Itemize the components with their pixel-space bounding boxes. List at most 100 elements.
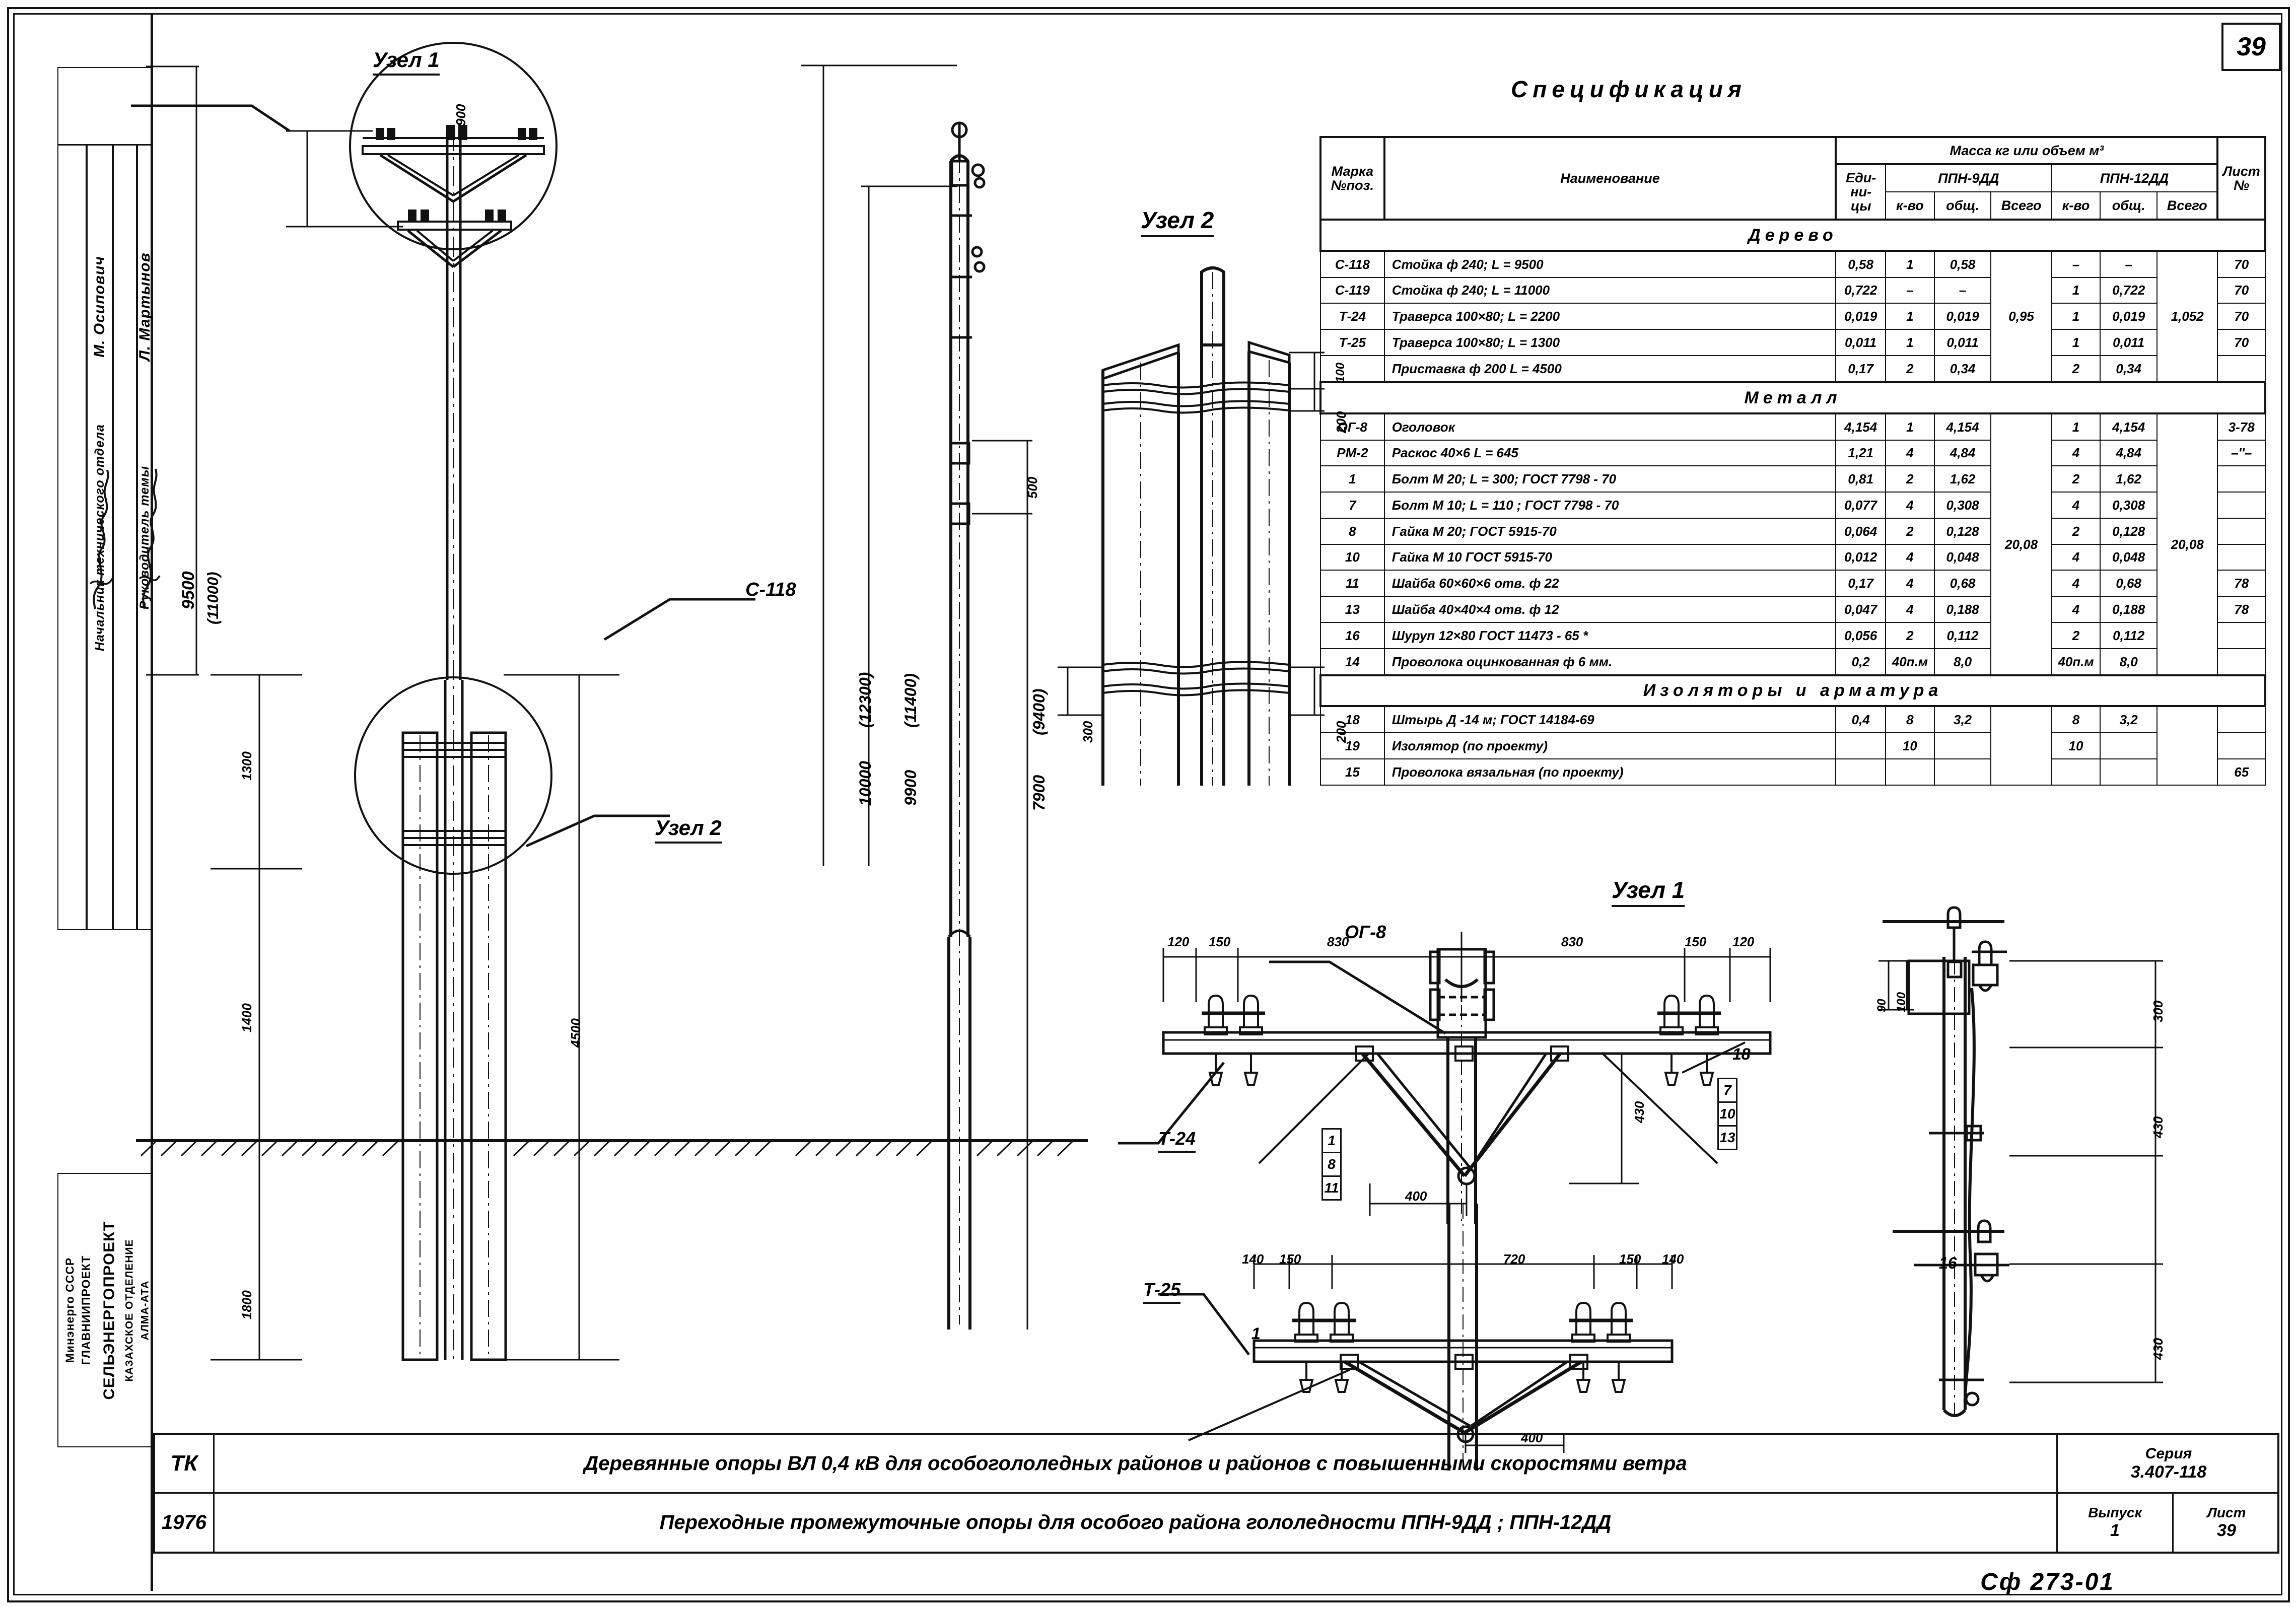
- spec-title: Спецификация: [1511, 76, 1747, 102]
- callout-t25: Т-25: [1143, 1279, 1181, 1304]
- node2-detail-view: [1058, 266, 1325, 786]
- node2-pole-top: [1200, 266, 1225, 346]
- dim-side-e: 430: [2150, 1338, 2166, 1360]
- cell-unit: 0,011: [1835, 329, 1887, 356]
- cell-o9: 0,019: [1933, 303, 1992, 330]
- cell-k9: [1885, 758, 1935, 786]
- cell-name: Шуруп 12×80 ГОСТ 11473 - 65 *: [1383, 621, 1837, 649]
- cell-unit: [1835, 758, 1887, 786]
- cell-o12: [2100, 732, 2158, 760]
- cell-o9: 3,2: [1933, 706, 1992, 734]
- cell-o12: 0,308: [2100, 492, 2158, 519]
- stamp-col-role1: Начальник технического отдела: [87, 145, 113, 930]
- dim-total-height: 9500: [179, 571, 198, 609]
- side-top-insulator: [1883, 906, 2004, 979]
- org-block: Минэнерго СССР ГЛАВНИИПРОЕКТ СЕЛЬЭНЕРГОП…: [57, 1173, 153, 1447]
- main-elevation-view: [131, 42, 796, 1361]
- cell-list: 70: [2217, 329, 2266, 356]
- cell-mark: 11: [1320, 570, 1385, 597]
- cell-name: Стойка ф 240; L = 11000: [1383, 276, 1837, 304]
- cell-k9: 1: [1885, 250, 1935, 278]
- cell-k12: 4: [2051, 439, 2101, 467]
- cell-o12: 4,154: [2100, 412, 2158, 441]
- callout-c118-leader: [603, 598, 755, 641]
- section-title-metal: Металл: [1319, 381, 2266, 414]
- hdr-mass-group: Масса кг или объем м³: [1835, 135, 2219, 166]
- dim-node2-top-small: 100: [1334, 362, 1347, 383]
- node1-detail-lower-view: [1158, 1204, 1674, 1471]
- stamp-col-a: [57, 145, 87, 930]
- cell-name: Раскос 40×6 L = 645: [1383, 439, 1837, 467]
- cell-k9: 10: [1885, 732, 1935, 760]
- dim-n1-l-3: 150: [1619, 1251, 1641, 1267]
- cell-o9: 0,308: [1933, 492, 1992, 519]
- callout-c118: С-118: [745, 579, 796, 600]
- dim-side-a: 90: [1875, 999, 1889, 1012]
- dim-node2-height: 1300: [239, 751, 254, 781]
- cell-o9: [1933, 732, 1992, 760]
- title-block: ТК 1976 Деревянные опоры ВЛ 0,4 кВ для о…: [153, 1433, 2279, 1554]
- cell-total9-metal: 20,08: [1990, 412, 2052, 676]
- callout-stack-left-1: 8: [1321, 1153, 1342, 1177]
- cell-k9: 4: [1885, 570, 1935, 597]
- tb-line1: Деревянные опоры ВЛ 0,4 кВ для особоголо…: [584, 1452, 1687, 1475]
- dim-node2-bottom: 200: [1334, 721, 1349, 743]
- cell-unit: [1835, 732, 1887, 760]
- node1-upper-dim-line: [1162, 932, 1771, 1002]
- cell-o12: 0,011: [2100, 329, 2158, 356]
- tb-issue-cell: Выпуск 1: [2058, 1492, 2174, 1553]
- cell-mark: 18: [1320, 706, 1385, 734]
- dim-n1-brace-w: 400: [1405, 1189, 1427, 1204]
- cell-k12: 1: [2051, 303, 2101, 330]
- cell-o9: 0,048: [1933, 543, 1992, 571]
- node2-wire-bindings: [1102, 381, 1290, 696]
- dim-node2-top: 200: [1334, 411, 1349, 433]
- cell-name: Проволока оцинкованная ф 6 мм.: [1383, 648, 1837, 676]
- cell-o12: [2100, 758, 2158, 786]
- cell-name: Болт М 20; L = 300; ГОСТ 7798 - 70: [1383, 465, 1837, 493]
- org-line-1: ГЛАВНИИПРОЕКТ: [79, 1255, 93, 1365]
- node1-insulator-left-pair: [1202, 994, 1265, 1086]
- cell-k9: 1: [1885, 412, 1935, 441]
- tb-line2: Переходные промежуточные опоры для особо…: [659, 1511, 1612, 1533]
- dim-n1-brace-h: 430: [1632, 1101, 1647, 1123]
- cell-unit: 4,154: [1835, 412, 1887, 441]
- tb-issue-value: 1: [2110, 1520, 2120, 1540]
- dim-node2-left: 300: [1080, 721, 1095, 743]
- cell-name: Приставка ф 200 L = 4500: [1383, 355, 1837, 383]
- callout-t24: Т-24: [1158, 1128, 1196, 1153]
- drawing-code: Сф 273-01: [1980, 1569, 2115, 1595]
- crossarm-lower: [397, 221, 512, 231]
- cell-o9: 1,62: [1933, 465, 1992, 493]
- tb-line1-cell: Деревянные опоры ВЛ 0,4 кВ для особоголо…: [215, 1435, 2058, 1492]
- node1-lower-insulators-right: [1569, 1301, 1633, 1393]
- cell-o9: 0,58: [1933, 250, 1992, 278]
- cell-o9: 0,188: [1933, 596, 1992, 623]
- tb-series-label: Серия: [2145, 1445, 2192, 1462]
- cell-name: Проволока вязальная (по проекту): [1383, 758, 1837, 786]
- cell-k12: 4: [2051, 543, 2101, 571]
- stamp-col-b: [113, 145, 137, 930]
- cell-o9: [1933, 758, 1992, 786]
- cell-name: Гайка М 10 ГОСТ 5915-70: [1383, 543, 1837, 571]
- tb-tk: ТК: [170, 1451, 198, 1476]
- role1-name-box: М. Осипович: [87, 166, 113, 448]
- side-mid-fitting: [1929, 1125, 1984, 1142]
- cell-total9-wood: 0,95: [1990, 250, 2052, 383]
- dim-profile-d2-alt: (11400): [901, 673, 920, 728]
- cell-k12: 1: [2051, 329, 2101, 356]
- ground-hatch: [140, 1140, 772, 1157]
- cell-k12: 1: [2051, 412, 2101, 441]
- cell-mark: [1320, 355, 1385, 383]
- dim-below-ground: 1800: [239, 1290, 254, 1319]
- cell-unit: 0,077: [1835, 492, 1887, 519]
- leader-bolt-lower: [1188, 1369, 1350, 1441]
- detail-circle-node2: [354, 676, 552, 875]
- cell-k9: 4: [1885, 596, 1935, 623]
- side-section-view: [1878, 906, 2163, 1417]
- sheet-number-box: 39: [2221, 23, 2281, 71]
- dim-above-ground: 1400: [239, 1003, 254, 1032]
- dim-profile-d3: 7900: [1030, 775, 1048, 811]
- tb-year: 1976: [162, 1511, 206, 1533]
- leader-t24: [1118, 1062, 1225, 1145]
